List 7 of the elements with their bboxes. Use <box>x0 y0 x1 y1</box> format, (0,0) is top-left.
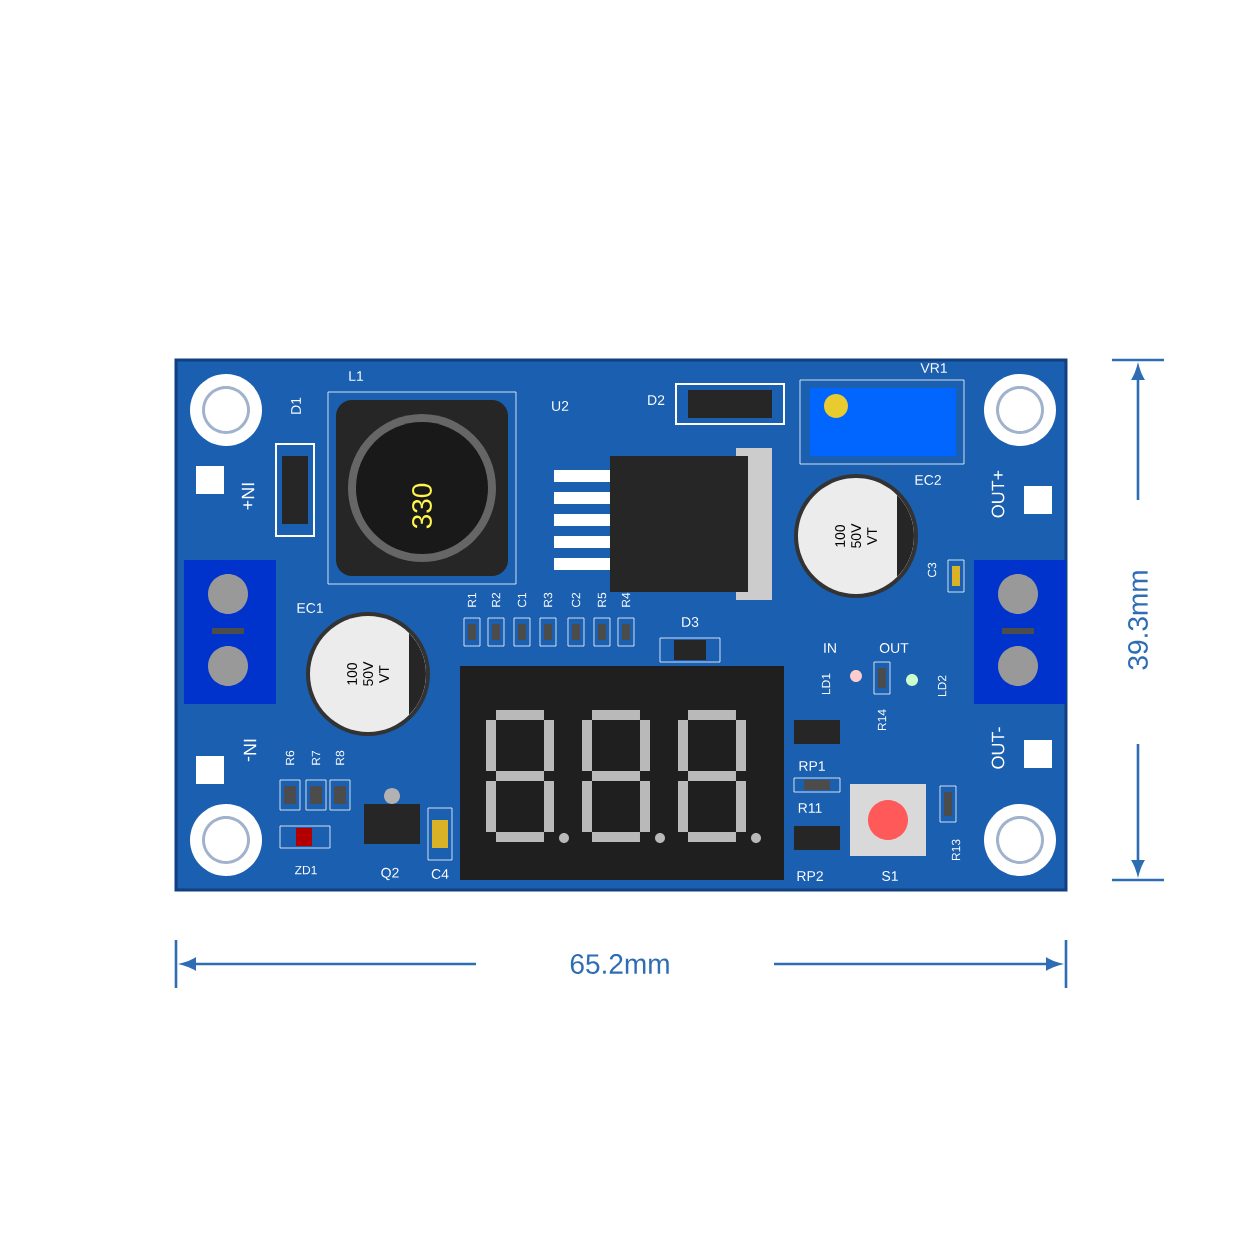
terminal-label: IN- <box>243 739 257 762</box>
terminal-label: IN+ <box>241 483 255 510</box>
terminal-label: OUT- <box>991 727 1005 769</box>
dimension-text: 39.3mm <box>1128 571 1148 670</box>
terminal-label: OUT+ <box>991 470 1005 518</box>
dimension-text: 65.2mm <box>570 954 669 974</box>
inductor-marking: 330 <box>412 483 432 529</box>
